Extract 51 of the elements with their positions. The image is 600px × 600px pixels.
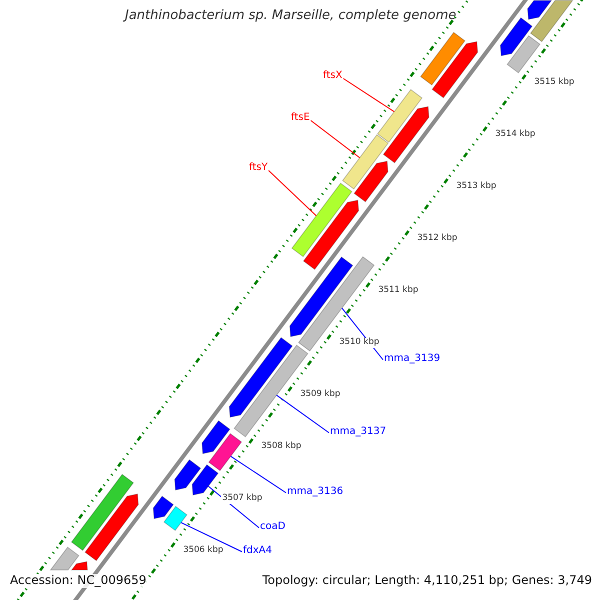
- gene-label: mma_3136: [287, 486, 344, 498]
- gene-label: mma_3139: [384, 353, 440, 364]
- gene-block: [377, 89, 423, 143]
- gene-block: [420, 32, 466, 86]
- gene-block-pointed: [84, 494, 139, 562]
- gene-label: mma_3137: [330, 426, 386, 438]
- gene-block: [342, 134, 389, 190]
- tick-label: 3507 kbp: [221, 494, 264, 504]
- leader-line: [268, 170, 317, 216]
- gene-block: [163, 506, 188, 531]
- gene-block: [530, 0, 574, 42]
- tick-label: 3511 kbp: [377, 286, 420, 296]
- tick-label: 3513 kbp: [455, 182, 498, 192]
- tick-label: 3508 kbp: [260, 442, 302, 452]
- gene-block-pointed: [354, 160, 388, 202]
- gene-block: [291, 182, 352, 258]
- gene-block-pointed: [382, 106, 430, 164]
- gene-block: [208, 433, 242, 472]
- gene-block-pointed: [302, 200, 360, 270]
- gene-block-pointed: [432, 41, 478, 98]
- gene-block-pointed: [192, 464, 219, 496]
- topology-text: Topology: circular; Length: 4,110,251 bp; Genes: 3,749: [260, 574, 594, 588]
- tick-label: 3515 kbp: [533, 78, 576, 88]
- gene-label: coaD: [260, 521, 286, 532]
- tick-label: 3510 kbp: [338, 338, 380, 348]
- gene-block: [70, 474, 134, 551]
- gene-block: [506, 35, 540, 74]
- tick-label: 3514 kbp: [494, 130, 536, 140]
- tick-label: 3509 kbp: [299, 390, 342, 400]
- gene-label: ftsE: [291, 112, 310, 124]
- leader-line: [276, 394, 330, 434]
- leader-line: [310, 120, 360, 158]
- tick-label: 3506 kbp: [182, 546, 224, 556]
- gene-block-pointed: [70, 561, 88, 570]
- map-title: Janthinobacterium sp. Marseille, complete genome: [125, 9, 456, 24]
- gene-block-pointed: [500, 17, 533, 56]
- gene-block-pointed: [174, 459, 202, 490]
- gene-block-pointed: [527, 0, 552, 20]
- gene-block-pointed: [289, 256, 354, 338]
- gene-block: [50, 546, 80, 570]
- gene-label: ftsY: [249, 162, 268, 174]
- leader-line: [180, 522, 242, 552]
- gene-block-pointed: [152, 496, 174, 520]
- accession-text: Accession: NC_009659: [8, 574, 148, 588]
- tick-label: 3512 kbp: [416, 234, 458, 244]
- gene-block-pointed: [228, 337, 293, 418]
- gene-block-pointed: [202, 420, 230, 454]
- leader-line: [342, 78, 395, 112]
- leader-line: [230, 456, 286, 494]
- gene-label: ftsX: [323, 70, 342, 82]
- gene-label: fdxA4: [243, 545, 272, 556]
